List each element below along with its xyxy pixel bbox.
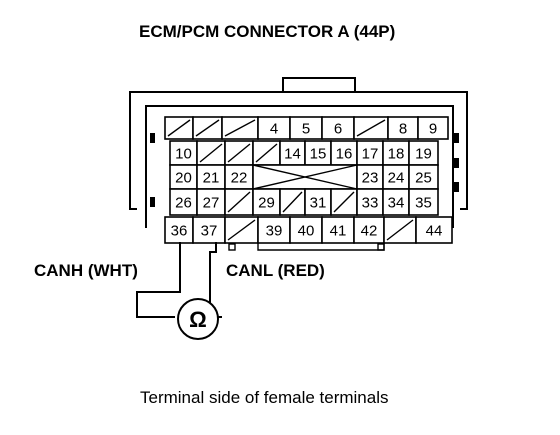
- terminal-cell-empty: [252, 140, 281, 166]
- ohm-symbol: Ω: [189, 307, 207, 332]
- diagram-title: ECM/PCM CONNECTOR A (44P): [139, 22, 395, 41]
- terminal-cell: 9: [417, 116, 449, 140]
- terminal-cell: 24: [382, 164, 410, 190]
- terminal-number: 18: [388, 146, 405, 163]
- terminal-cell-empty: [383, 216, 417, 244]
- terminal-lock-tab: [377, 243, 385, 251]
- terminal-cell-empty: [279, 188, 306, 216]
- terminal-number: 24: [388, 170, 405, 187]
- caption: Terminal side of female terminals: [140, 388, 388, 407]
- terminal-cell: 23: [356, 164, 384, 190]
- terminal-cell: 26: [169, 188, 198, 216]
- terminal-cell-empty: [196, 140, 226, 166]
- terminal-cell: 5: [289, 116, 323, 140]
- terminal-cell-empty: [353, 116, 389, 140]
- terminal-number: 23: [362, 170, 379, 187]
- canl-label: CANL (RED): [226, 261, 325, 280]
- terminal-cell: 16: [330, 140, 358, 166]
- terminal-cell: 41: [321, 216, 355, 244]
- terminal-number: 4: [270, 121, 278, 138]
- latch-markers: [150, 133, 459, 207]
- terminal-number: 20: [175, 170, 192, 187]
- terminal-cell: 18: [382, 140, 410, 166]
- terminal-number: 17: [362, 146, 379, 163]
- terminal-cell-empty: [221, 116, 259, 140]
- terminal-cell: 42: [353, 216, 385, 244]
- terminal-cell: 37: [192, 216, 226, 244]
- terminal-number: 37: [201, 223, 218, 240]
- terminal-cell: 4: [257, 116, 291, 140]
- terminal-number: 39: [266, 223, 283, 240]
- terminal-number: 6: [334, 121, 342, 138]
- terminal-number: 15: [310, 146, 327, 163]
- terminal-cell-empty: [192, 116, 223, 140]
- terminal-cell-empty: [330, 188, 358, 216]
- terminal-cell: 27: [196, 188, 226, 216]
- terminal-cell: 14: [279, 140, 306, 166]
- terminal-number: 22: [231, 170, 248, 187]
- canh-label: CANH (WHT): [34, 261, 138, 280]
- terminal-number: 34: [388, 195, 405, 212]
- terminal-block-blank: [252, 164, 358, 190]
- terminal-cell: 39: [257, 216, 291, 244]
- terminal-number: 42: [361, 223, 378, 240]
- terminal-number: 19: [415, 146, 432, 163]
- terminal-cell: 44: [415, 216, 453, 244]
- terminal-number: 44: [426, 223, 443, 240]
- terminal-grid: 4 5 6 8 9 10 14 15 16 17 18 19 20 21 22 23 24 25 26 27 29 31 3…: [164, 116, 453, 251]
- terminal-number: 41: [330, 223, 347, 240]
- bottom-key-bracket: [257, 243, 385, 251]
- terminal-number: 16: [336, 146, 353, 163]
- terminal-number: 25: [415, 170, 432, 187]
- terminal-cell: 31: [304, 188, 332, 216]
- connector-housing: [129, 77, 468, 228]
- ohmmeter-icon: Ω: [177, 298, 219, 340]
- terminal-number: 8: [399, 121, 407, 138]
- terminal-cell-empty: [164, 116, 194, 140]
- terminal-number: 40: [298, 223, 315, 240]
- terminal-cell: 6: [321, 116, 355, 140]
- terminal-cell-empty: [224, 140, 254, 166]
- terminal-number: 33: [362, 195, 379, 212]
- terminal-cell: 34: [382, 188, 410, 216]
- terminal-number: 29: [258, 195, 275, 212]
- terminal-number: 27: [203, 195, 220, 212]
- terminal-cell: 17: [356, 140, 384, 166]
- terminal-number: 31: [310, 195, 327, 212]
- terminal-number: 9: [429, 121, 437, 138]
- terminal-cell: 33: [356, 188, 384, 216]
- terminal-number: 36: [171, 223, 188, 240]
- terminal-cell: 19: [408, 140, 439, 166]
- terminal-number: 14: [284, 146, 301, 163]
- terminal-cell: 36: [164, 216, 194, 244]
- terminal-cell: 29: [252, 188, 281, 216]
- terminal-number: 35: [415, 195, 432, 212]
- terminal-number: 10: [175, 146, 192, 163]
- terminal-cell: 10: [169, 140, 198, 166]
- terminal-cell: 35: [408, 188, 439, 216]
- terminal-number: 5: [302, 121, 310, 138]
- terminal-cell: 20: [169, 164, 198, 190]
- terminal-number: 21: [203, 170, 220, 187]
- terminal-cell: 22: [224, 164, 254, 190]
- terminal-number: 26: [175, 195, 192, 212]
- terminal-cell: 25: [408, 164, 439, 190]
- terminal-cell-empty: [224, 216, 259, 244]
- terminal-cell-empty: [224, 188, 254, 216]
- terminal-lock-tab: [228, 243, 236, 251]
- terminal-cell: 21: [196, 164, 226, 190]
- terminal-cell: 40: [289, 216, 323, 244]
- terminal-cell: 15: [304, 140, 332, 166]
- terminal-cell: 8: [387, 116, 419, 140]
